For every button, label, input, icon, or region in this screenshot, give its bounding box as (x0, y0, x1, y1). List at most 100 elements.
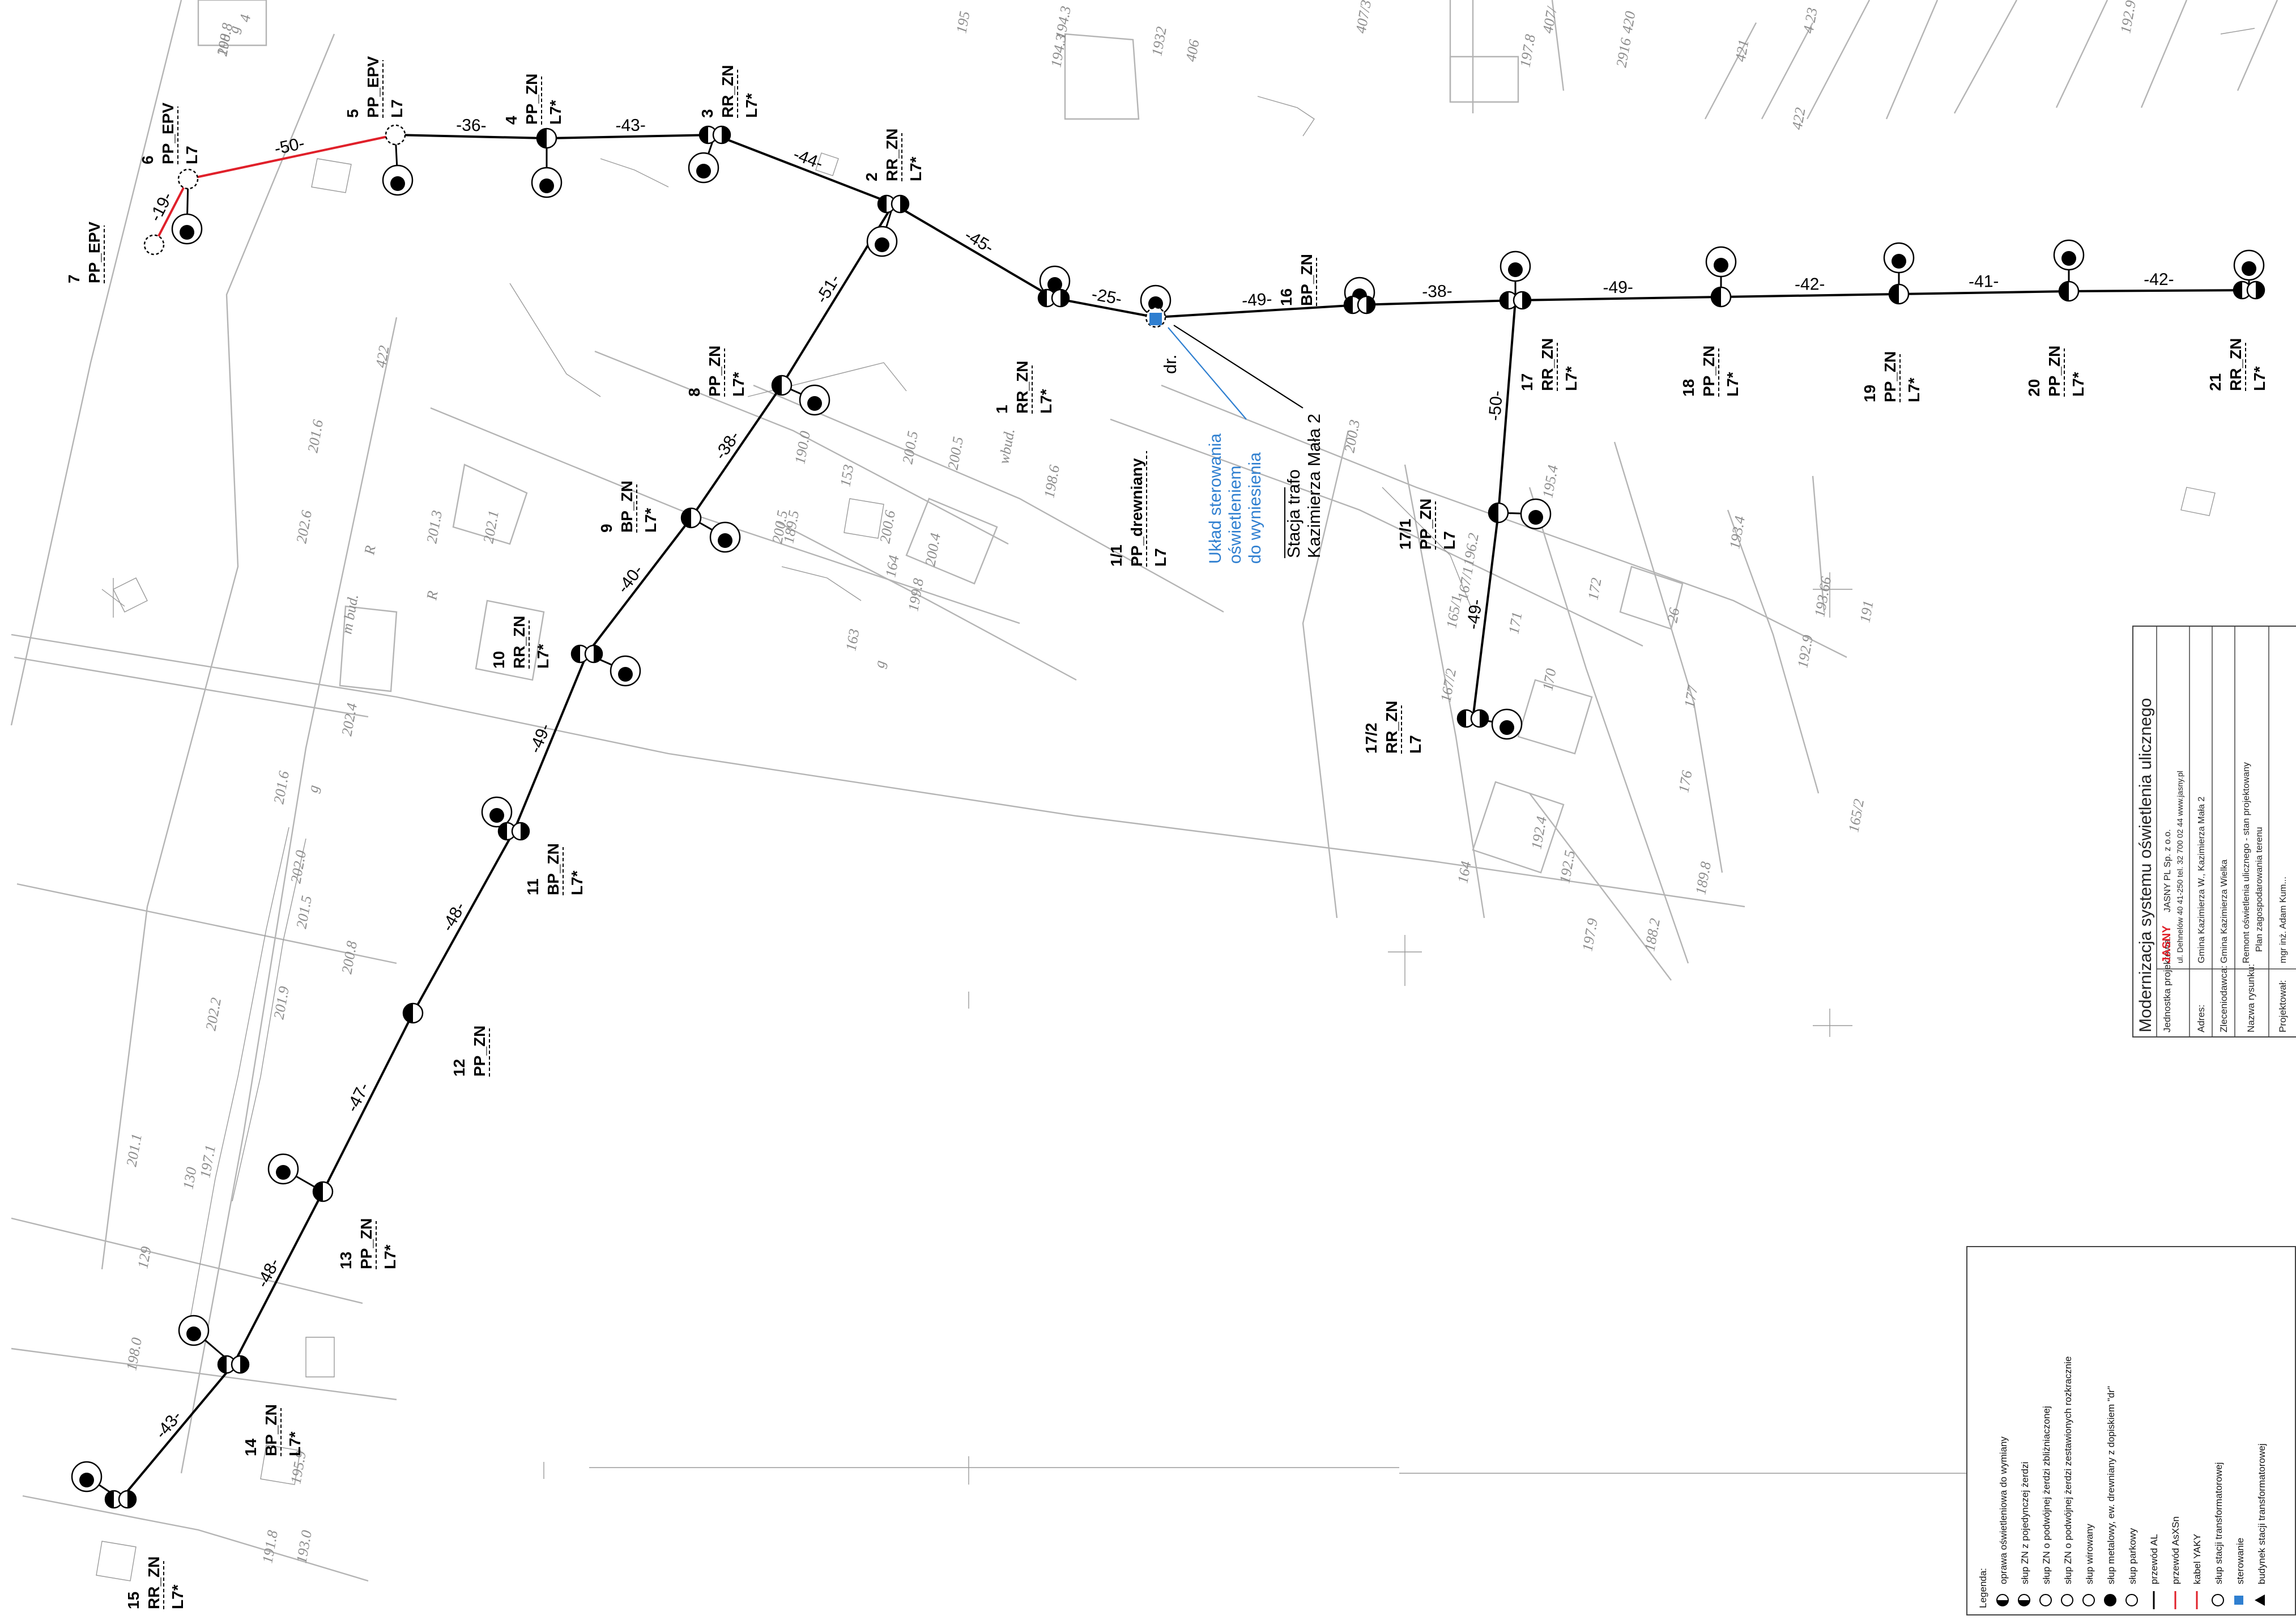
pole-number: 1/1 (1107, 545, 1125, 567)
pole-type: PP_ZN (2046, 346, 2063, 397)
pole-17 (1499, 250, 1532, 310)
cable-segment (1720, 293, 1899, 298)
control-label-3: do wyniesienia (1246, 452, 1264, 564)
pole-line: L7* (169, 1584, 186, 1609)
pole-5 (382, 124, 414, 196)
cable-segment (1155, 304, 1360, 318)
geodesy-number: 192.9 (1794, 633, 1816, 669)
unit-label: Jednostka projektowa: (2162, 937, 2173, 1032)
legend-text: słup ZN o podwójnej żerdzi zbliżniaczone… (2041, 1406, 2052, 1584)
pole-line: L7* (1562, 366, 1580, 391)
pole-number: 17/1 (1396, 519, 1414, 550)
legend-text: oprawa oświetleniowa do wymiany (1998, 1436, 2009, 1584)
geodesy-number: 202.4 (338, 701, 360, 737)
legend-text: słup metalowy, ew. drewniany z dopiskiem… (2106, 1386, 2116, 1584)
legend-text: słup parkowy (2127, 1528, 2138, 1584)
geodesy-number: 197.1 (197, 1143, 219, 1179)
pole-number: 19 (1861, 385, 1878, 402)
cable-segment (714, 134, 894, 205)
distance-label: -36- (456, 116, 487, 135)
pole-2 (866, 194, 910, 257)
distance-label: -45- (961, 226, 997, 257)
control-box-icon (1149, 313, 1162, 325)
geodesy-number: 198.6 (1041, 464, 1063, 499)
geodesy-number: g (871, 659, 888, 669)
geodesy-number: 200 (214, 33, 233, 57)
pole-line: L7* (642, 508, 659, 533)
legend-text: przewód AsXSn (2170, 1516, 2181, 1584)
legend-text: przewód AL (2149, 1534, 2159, 1584)
distance-label: -42- (1795, 275, 1825, 294)
cable-segment (1497, 300, 1517, 513)
cable-segment (546, 134, 715, 139)
legend-text: słup stacji transformatorowej (2213, 1462, 2224, 1584)
double-pole-icon (2039, 1594, 2052, 1606)
pole-line: L7* (743, 93, 760, 118)
distance-label: -47- (343, 1079, 373, 1115)
geodesy-number: 202.2 (202, 996, 224, 1032)
distance-label: -44- (791, 145, 826, 173)
pole-number: 2 (863, 172, 880, 181)
geodesy-number: 201.6 (304, 418, 326, 454)
company-logo: JASNY (2161, 925, 2173, 963)
geodesy-number: 420 (1618, 10, 1638, 35)
cable-segment (188, 134, 396, 180)
cable-segment (690, 384, 783, 519)
geodesy-number: 4 (236, 13, 254, 23)
pole-number: 3 (698, 109, 716, 118)
pole-type: BP_ZN (544, 843, 562, 895)
pole-line: L7* (1037, 389, 1055, 414)
pole-line: L7* (547, 100, 564, 125)
legend-text: sterowanie (2235, 1538, 2246, 1584)
cable-segment (586, 517, 692, 655)
geodesy-number: 165/2 (1845, 798, 1867, 834)
address-value: Gmina Kazimierza W., Kazimierza Mała 2 (2197, 797, 2206, 963)
geodesy-number: 195 (953, 10, 973, 35)
geodesy-number: m bud. (338, 593, 361, 635)
pole-line: L7* (1905, 377, 1923, 402)
pole-number: 15 (125, 1592, 142, 1609)
geodesy-number: 164 (882, 554, 902, 579)
pole-type: RR_ZN (719, 65, 736, 118)
pole-type: PP_drewniany (1128, 458, 1145, 567)
legend-text: słup ZN o podwójnej żerdzi zestawionych … (2063, 1356, 2073, 1584)
geodesy-number: 171 (1505, 611, 1525, 635)
geodesy-number: 2916 (1613, 37, 1634, 69)
pole-number: 18 (1680, 379, 1697, 397)
pole-number: 6 (139, 155, 156, 164)
geodesy-number: 406 (1182, 39, 1202, 63)
wooden-pole-icon (177, 168, 199, 190)
geodesy-number: 196.2 (1460, 532, 1482, 567)
pole-type: PP_EPV (159, 103, 177, 164)
geodesy-number: 202.1 (480, 509, 502, 545)
distance-label: -43- (152, 1407, 186, 1442)
transformer-pole-icon (2212, 1594, 2224, 1606)
geodesy-number: 191.8 (259, 1529, 281, 1564)
geodesy-number: 202.6 (293, 509, 315, 545)
geodesy-number: 192.5 (1556, 849, 1578, 885)
legend-item: słup parkowy (2125, 1528, 2138, 1606)
dr-label: dr. (1160, 355, 1180, 374)
wooden-pole-icon (143, 234, 165, 256)
geodesy-number: g (225, 24, 242, 35)
pole-type: PP_ZN (706, 346, 723, 397)
control-label-2: oświetleniem (1226, 466, 1245, 564)
geodesy-number: 164 (1454, 860, 1474, 885)
pole-10 (570, 644, 641, 687)
cadastral-background (10, 0, 2278, 1582)
single-pole-icon (2018, 1594, 2030, 1606)
